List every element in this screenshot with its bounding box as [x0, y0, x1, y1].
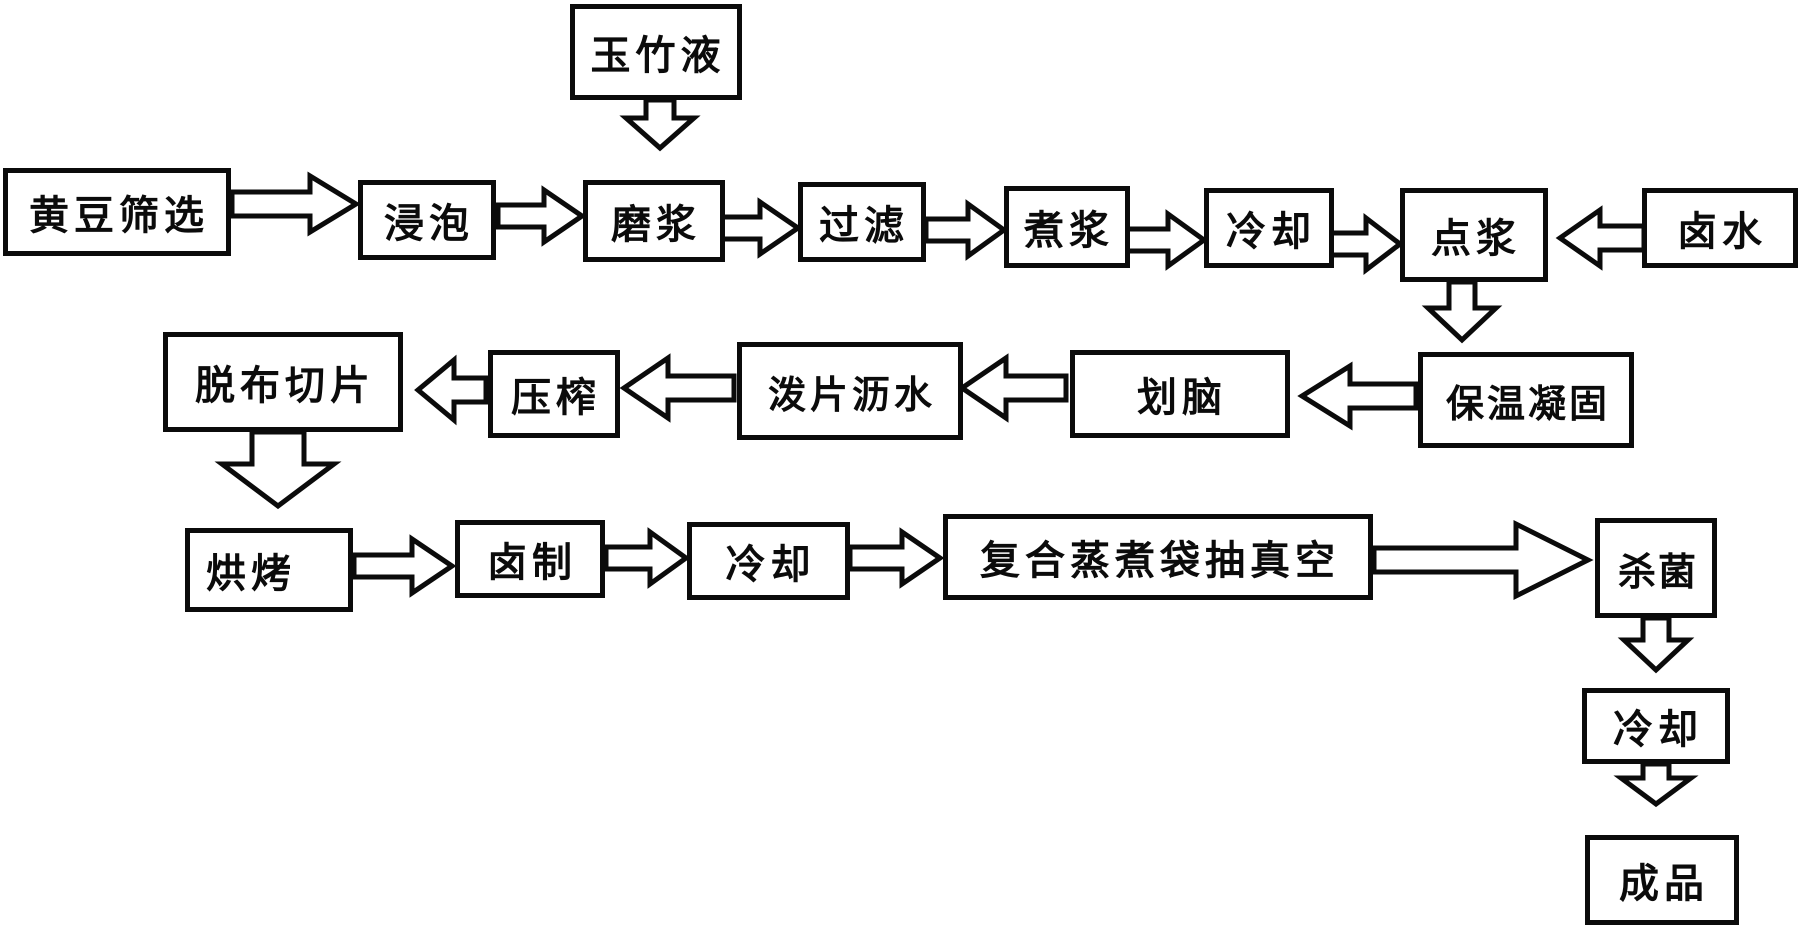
- flow-arrow-luzhi-lengque2: [603, 527, 691, 589]
- flow-arrow-yuzhuye-mojiang: [619, 97, 701, 152]
- node-label: 卤制: [487, 540, 577, 586]
- flow-arrow-baowen-huanao: [1297, 361, 1419, 431]
- node-label: 冷却: [725, 542, 816, 588]
- flow-arrow-hongkao-luzhi: [351, 534, 457, 598]
- node-zhujiang: 煮浆: [1004, 186, 1130, 268]
- node-label: 保温凝固: [1445, 381, 1610, 426]
- node-label: 煮浆: [1024, 208, 1114, 254]
- node-fuhe: 复合蒸煮袋抽真空: [943, 514, 1373, 600]
- node-huanao: 划脑: [1070, 350, 1290, 438]
- node-label: 过滤: [819, 203, 909, 249]
- node-label: 黄豆筛选: [29, 193, 209, 239]
- node-yuzhuye: 玉竹液: [570, 4, 742, 100]
- flow-arrow-guolv-zhujiang: [923, 199, 1009, 261]
- node-lengque-2: 冷却: [687, 522, 850, 600]
- node-label: 成品: [1619, 861, 1709, 907]
- flow-arrow-lushui-dianjiang: [1555, 205, 1647, 271]
- flow-arrow-dianjiang-baowen: [1421, 279, 1503, 344]
- flow-arrow-huangdou-jinpao: [229, 171, 361, 237]
- node-label: 浸泡: [384, 201, 474, 247]
- flow-arrow-zhujiang-lengque1: [1123, 209, 1209, 271]
- node-label: 泼片沥水: [767, 372, 936, 417]
- flow-arrow-tuobu-hongkao: [214, 429, 342, 510]
- node-label: 磨浆: [611, 202, 701, 248]
- node-hongkao: 烘烤: [185, 528, 353, 612]
- node-label: 脱布切片: [195, 363, 375, 409]
- flow-arrow-jinpao-mojiang: [495, 185, 587, 247]
- node-chengpin: 成品: [1585, 835, 1739, 925]
- node-guolv: 过滤: [798, 182, 926, 262]
- node-tuobuqiepian: 脱布切片: [163, 332, 403, 432]
- node-label: 烘烤: [206, 551, 296, 597]
- node-yazha: 压榨: [488, 350, 620, 438]
- node-label: 压榨: [511, 375, 601, 421]
- node-shajun: 杀菌: [1595, 518, 1717, 618]
- flow-arrow-huanao-popian: [957, 353, 1069, 423]
- node-label: 冷却: [1613, 707, 1703, 753]
- node-dianjiang: 点浆: [1400, 188, 1548, 282]
- flow-arrow-lengque1-dianjiang: [1327, 212, 1405, 276]
- flow-arrow-shajun-lengque3: [1617, 615, 1695, 674]
- flow-arrow-lengque2-fuhe: [847, 527, 945, 589]
- node-label: 冷却: [1226, 209, 1316, 255]
- node-lengque-1: 冷却: [1204, 188, 1334, 268]
- node-mojiang: 磨浆: [583, 180, 725, 262]
- flow-arrow-fuhe-shajun: [1371, 519, 1594, 601]
- node-baowenninggu: 保温凝固: [1418, 352, 1634, 448]
- node-huangdou: 黄豆筛选: [3, 168, 231, 256]
- node-lushui: 卤水: [1642, 188, 1798, 268]
- flow-arrow-popian-yazha: [619, 353, 737, 423]
- node-luzhi: 卤制: [455, 520, 605, 598]
- node-label: 杀菌: [1617, 549, 1698, 594]
- node-popianlishui: 泼片沥水: [737, 342, 963, 440]
- node-lengque-3: 冷却: [1582, 688, 1730, 764]
- node-label: 复合蒸煮袋抽真空: [980, 538, 1340, 584]
- flow-arrow-lengque3-chengpin: [1613, 761, 1699, 808]
- node-label: 点浆: [1431, 216, 1521, 262]
- node-label: 卤水: [1677, 209, 1767, 255]
- node-jinpao: 浸泡: [358, 180, 496, 260]
- node-label: 划脑: [1137, 375, 1227, 421]
- node-label: 玉竹液: [590, 33, 726, 79]
- flow-arrow-yazha-tuobu: [414, 354, 489, 426]
